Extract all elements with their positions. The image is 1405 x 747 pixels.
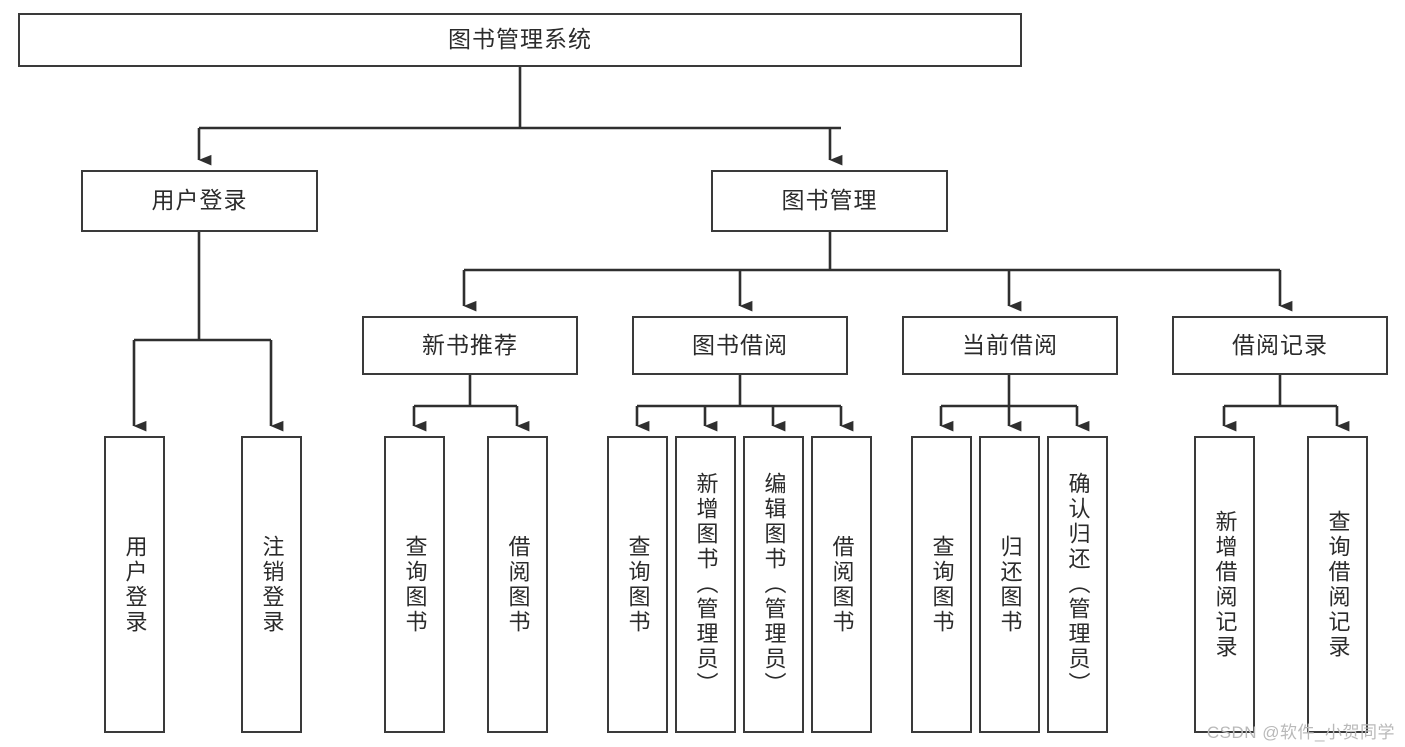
leaf-user-login[interactable]: 用户登录 bbox=[104, 436, 165, 733]
node-label: 新增借阅记录 bbox=[1212, 509, 1238, 660]
node-root-book-management-system[interactable]: 图书管理系统 bbox=[18, 13, 1022, 67]
node-new-book-recommend[interactable]: 新书推荐 bbox=[362, 316, 578, 375]
leaf-add-borrow-record[interactable]: 新增借阅记录 bbox=[1194, 436, 1255, 733]
leaf-return-book[interactable]: 归还图书 bbox=[979, 436, 1040, 733]
leaf-borrow-book-recommend[interactable]: 借阅图书 bbox=[487, 436, 548, 733]
node-label: 用户登录 bbox=[151, 187, 248, 214]
leaf-logout[interactable]: 注销登录 bbox=[241, 436, 302, 733]
watermark: CSDN @软件_小贺同学 bbox=[1206, 723, 1395, 742]
node-book-management[interactable]: 图书管理 bbox=[711, 170, 948, 232]
node-book-borrow[interactable]: 图书借阅 bbox=[632, 316, 848, 375]
leaf-query-book-borrow[interactable]: 查询图书 bbox=[607, 436, 668, 733]
node-label: 查询图书 bbox=[929, 534, 955, 635]
node-label: 借阅图书 bbox=[505, 534, 531, 635]
node-label: 当前借阅 bbox=[962, 331, 1058, 358]
leaf-query-book-current[interactable]: 查询图书 bbox=[911, 436, 972, 733]
node-label: 确认归还（管理员） bbox=[1065, 472, 1091, 697]
leaf-query-borrow-record[interactable]: 查询借阅记录 bbox=[1307, 436, 1368, 733]
leaf-add-book-admin[interactable]: 新增图书（管理员） bbox=[675, 436, 736, 733]
node-borrow-record[interactable]: 借阅记录 bbox=[1172, 316, 1388, 375]
node-label: 查询图书 bbox=[625, 534, 651, 635]
node-label: 用户登录 bbox=[122, 534, 148, 635]
leaf-query-book-recommend[interactable]: 查询图书 bbox=[384, 436, 445, 733]
node-label: 图书管理系统 bbox=[448, 26, 592, 53]
node-label: 新书推荐 bbox=[422, 331, 518, 358]
leaf-edit-book-admin[interactable]: 编辑图书（管理员） bbox=[743, 436, 804, 733]
node-label: 编辑图书（管理员） bbox=[761, 472, 787, 697]
node-label: 借阅图书 bbox=[829, 534, 855, 635]
leaf-borrow-book[interactable]: 借阅图书 bbox=[811, 436, 872, 733]
leaf-confirm-return-admin[interactable]: 确认归还（管理员） bbox=[1047, 436, 1108, 733]
node-label: 图书借阅 bbox=[692, 331, 788, 358]
node-label: 注销登录 bbox=[259, 534, 285, 635]
node-label: 借阅记录 bbox=[1232, 331, 1328, 358]
node-label: 归还图书 bbox=[997, 534, 1023, 635]
node-label: 查询图书 bbox=[402, 534, 428, 635]
node-label: 新增图书（管理员） bbox=[693, 472, 719, 697]
node-current-borrow[interactable]: 当前借阅 bbox=[902, 316, 1118, 375]
node-label: 查询借阅记录 bbox=[1325, 509, 1351, 660]
node-user-login[interactable]: 用户登录 bbox=[81, 170, 318, 232]
node-label: 图书管理 bbox=[781, 187, 878, 214]
